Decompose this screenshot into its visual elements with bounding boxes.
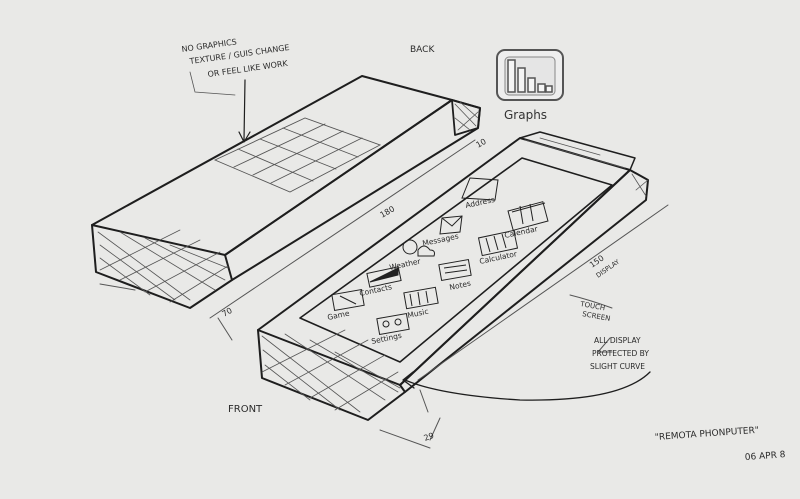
notes-text: NO GRAPHICS TEXTURE / GUIS CHANGE OR FEE… [181, 37, 786, 463]
graphs-icon [496, 49, 564, 101]
screen-icons [331, 177, 549, 336]
label-contacts: Contacts [359, 282, 393, 298]
music-icon [403, 286, 439, 310]
label-weather: Weather [389, 256, 423, 272]
graphs-label: Graphs [504, 108, 547, 122]
dimension-lines [99, 139, 669, 449]
weather-icon [402, 239, 435, 257]
back-device [91, 71, 481, 309]
label-settings: Settings [371, 331, 403, 346]
note-display-3: SLIGHT CURVE [590, 362, 645, 371]
calculator-icon [477, 229, 519, 257]
display-arrow-head [596, 337, 613, 353]
note-display-1: ALL DISPLAY [594, 336, 641, 345]
sketch-date: 06 APR 8 [745, 450, 787, 463]
address-icon [461, 177, 499, 201]
label-address: Address [465, 195, 496, 210]
dim-180: 180 [379, 204, 397, 219]
screen-icon-labels: Address Calendar Messages Calculator Wea… [327, 195, 540, 346]
label-calendar: Calendar [504, 224, 540, 240]
label-front: FRONT [228, 404, 263, 415]
display-arrow [402, 371, 651, 401]
dim-29: 29 [423, 431, 436, 443]
label-music: Music [407, 307, 430, 320]
game-icon [331, 288, 365, 312]
calendar-icon [507, 201, 549, 231]
label-notes: Notes [449, 279, 472, 292]
messages-icon [439, 215, 463, 235]
label-game: Game [327, 308, 351, 322]
note-touch-2: SCREEN [582, 310, 611, 323]
note-display-2: PROTECTED BY [592, 349, 649, 358]
contacts-icon [366, 266, 402, 288]
settings-icon [376, 312, 410, 336]
sketch-title: "REMOTA PHONPUTER" [655, 426, 760, 443]
dim-10: 10 [475, 137, 488, 150]
label-back: BACK [410, 45, 435, 55]
dim-70: 70 [221, 306, 234, 319]
notes-icon [438, 258, 472, 282]
front-device [257, 131, 649, 421]
